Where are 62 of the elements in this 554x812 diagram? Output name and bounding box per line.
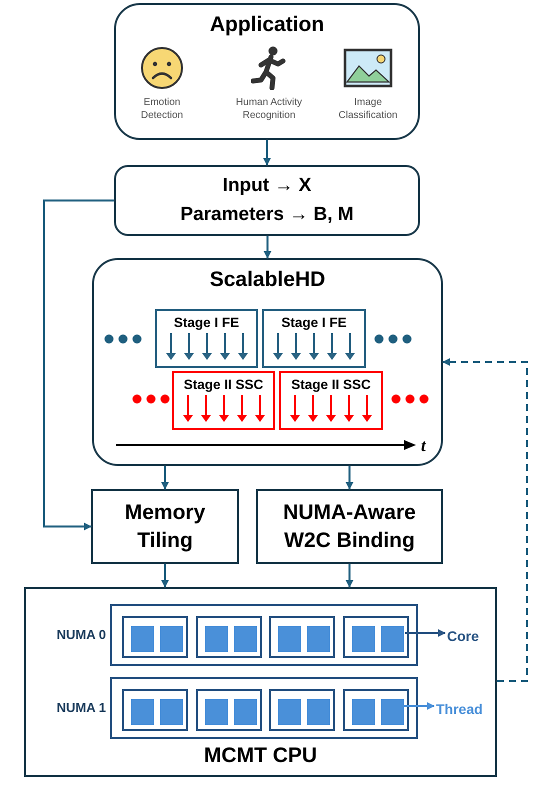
core-box <box>196 689 262 731</box>
thread-square <box>278 626 301 652</box>
arrow <box>263 140 271 166</box>
icon-caption: Image Classification <box>338 96 398 122</box>
box-text: Memory Tiling <box>124 500 206 554</box>
thread-square <box>234 699 257 725</box>
dashed-arrow <box>442 358 528 682</box>
thread-square <box>381 626 404 652</box>
core-box <box>122 689 188 731</box>
thread-square <box>160 699 183 725</box>
arrow <box>405 629 446 637</box>
stage-label: Stage I FE <box>174 316 240 330</box>
thread-square <box>205 626 228 652</box>
stage-box <box>172 371 275 430</box>
stage-box <box>262 309 366 368</box>
thread-square <box>278 699 301 725</box>
callout-label: Thread <box>436 700 483 718</box>
thread-square <box>205 699 228 725</box>
stage-label: Stage I FE <box>281 316 347 330</box>
arrow <box>264 236 272 259</box>
arrow <box>346 466 354 490</box>
box-text: NUMA-Aware W2C Binding <box>282 500 417 554</box>
arrow <box>43 200 114 530</box>
stage-label: Stage II SSC <box>291 378 371 392</box>
icon-caption: Emotion Detection <box>140 96 184 122</box>
core-box <box>343 616 409 658</box>
core-box <box>269 689 335 731</box>
thread-square <box>160 626 183 652</box>
process-box <box>256 489 443 564</box>
box-text: Input → X <box>222 174 312 198</box>
stage-box <box>155 309 258 368</box>
icon-caption: Human Activity Recognition <box>234 96 304 122</box>
thread-square <box>234 626 257 652</box>
stage-box <box>279 371 383 430</box>
core-box <box>343 689 409 731</box>
numa-label: NUMA 0 <box>56 626 106 644</box>
box-title: MCMT CPU <box>204 742 318 768</box>
arrow <box>161 564 169 588</box>
callout-label: Core <box>447 626 479 646</box>
box-title: ScalableHD <box>210 267 326 293</box>
arrow <box>161 466 169 490</box>
arrow <box>346 564 354 588</box>
core-box <box>196 616 262 658</box>
thread-square <box>352 699 375 725</box>
axis-label: t <box>421 435 426 457</box>
stage-label: Stage II SSC <box>184 378 264 392</box>
thread-square <box>131 626 154 652</box>
thread-square <box>307 626 330 652</box>
cpu-box <box>24 587 497 777</box>
box-title: Application <box>210 12 324 38</box>
box-text: Parameters → B, M <box>180 202 354 226</box>
rounded-box <box>114 3 420 140</box>
thread-square <box>352 626 375 652</box>
core-box <box>269 616 335 658</box>
numa-label: NUMA 1 <box>56 699 106 718</box>
thread-square <box>131 699 154 725</box>
thread-square <box>381 699 404 725</box>
core-box <box>122 616 188 658</box>
rounded-box <box>92 258 443 466</box>
rounded-box <box>114 165 420 236</box>
process-box <box>91 489 239 564</box>
thread-square <box>307 699 330 725</box>
